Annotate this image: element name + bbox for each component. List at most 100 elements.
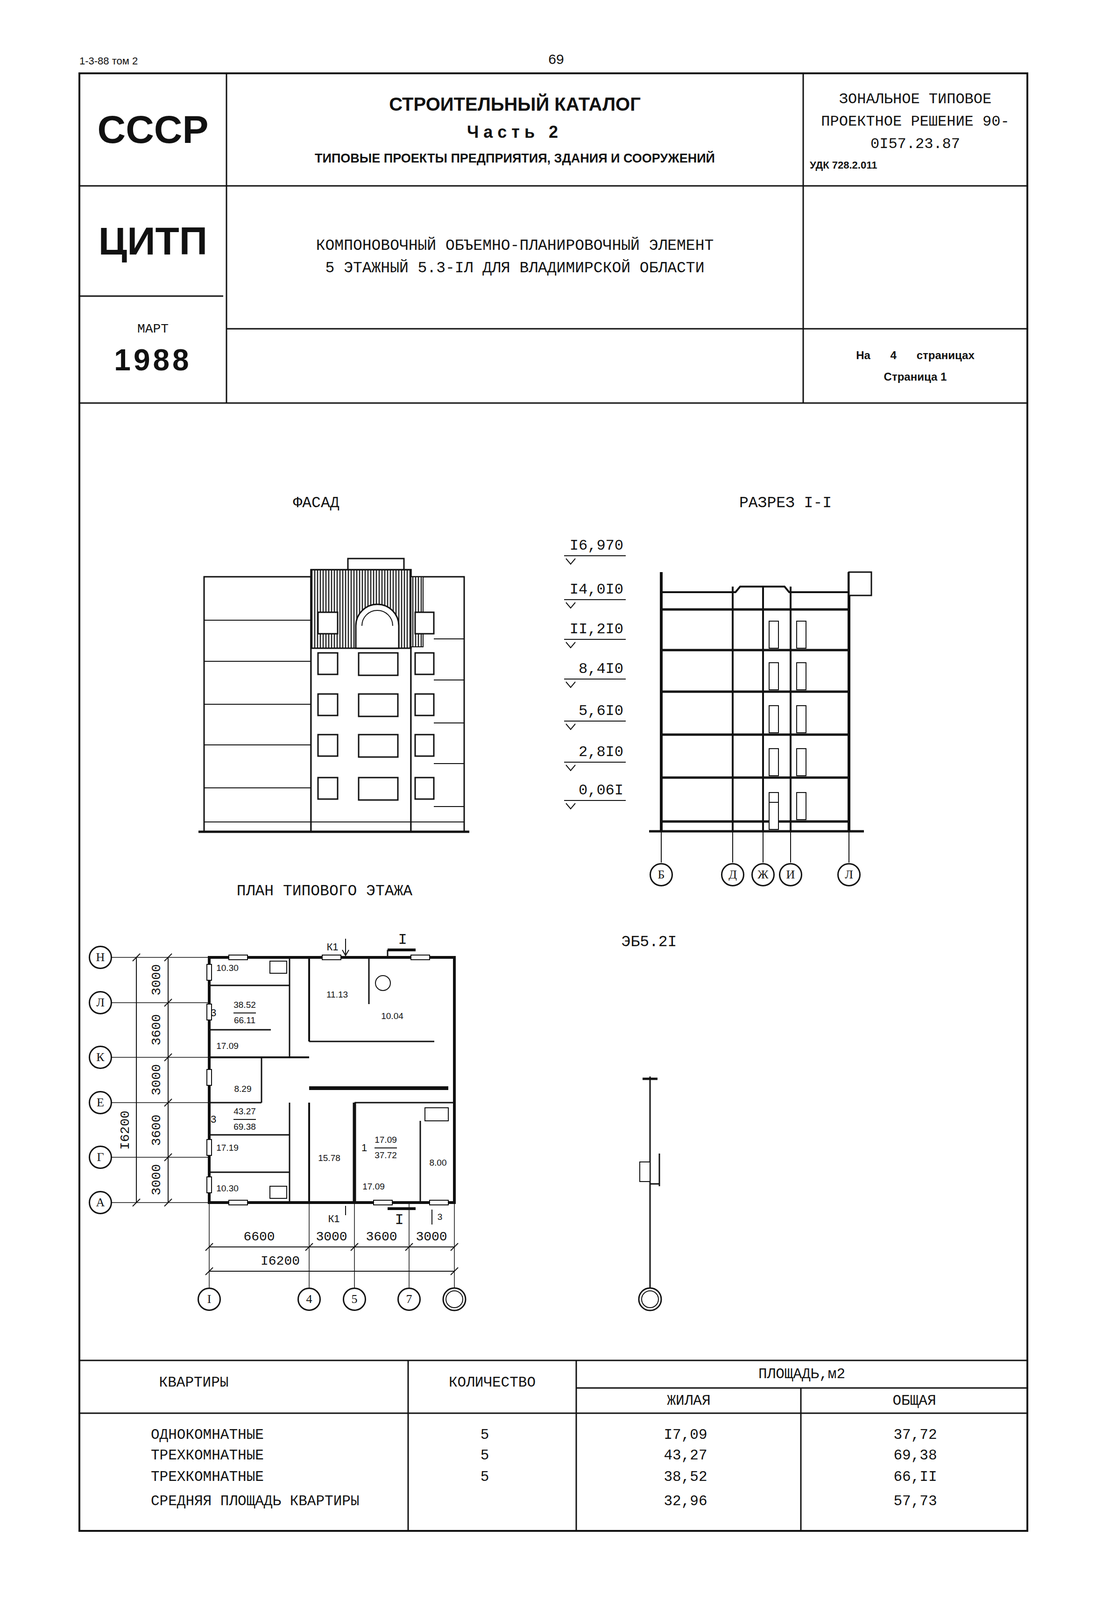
- section-mark: I: [397, 931, 407, 949]
- axis-line: [732, 831, 734, 863]
- facade-parapet: [347, 558, 404, 570]
- axis-circle-empty: [445, 1290, 463, 1308]
- axis-letter: И: [786, 867, 796, 882]
- partition: [289, 957, 291, 1058]
- room-count: 3: [210, 1113, 217, 1126]
- level-marker: [565, 602, 576, 609]
- axis-letter: I: [207, 1292, 212, 1307]
- header-text: Часть 2: [466, 122, 563, 142]
- sheet-reference: 1-3-88 том 2: [79, 55, 138, 68]
- apartment-wall: [209, 1056, 310, 1059]
- axis-bubble: К: [88, 1045, 113, 1069]
- table-cell: 69,38: [893, 1447, 937, 1464]
- facade-window: [358, 777, 398, 800]
- axis-line: [111, 1201, 210, 1203]
- axis-bubble: 5: [342, 1287, 367, 1311]
- axis-letter: Б: [657, 867, 665, 882]
- plinth-line: [204, 821, 465, 823]
- panel-joint: [433, 679, 465, 681]
- dimension: 3000: [149, 963, 164, 996]
- axis-line: [111, 1056, 210, 1058]
- apartment-wall: [308, 1102, 311, 1203]
- facade-window: [318, 777, 338, 799]
- corridor-wall: [309, 1086, 449, 1090]
- header-cell: ЗОНАЛЬНОЕ ТИПОВОЕ ПРОЕКТНОЕ РЕШЕНИЕ 90-0…: [803, 73, 1028, 186]
- room-area: 15.78: [318, 1152, 341, 1164]
- table-rule: [575, 1360, 578, 1531]
- arched-window: [355, 604, 399, 649]
- axis-line: [408, 1202, 410, 1288]
- level-marker: [565, 681, 576, 688]
- marker-label: 3: [437, 1211, 443, 1223]
- facade-window: [318, 693, 338, 716]
- partition: [209, 1102, 262, 1104]
- dimension-tick: [132, 1198, 141, 1207]
- window-opening: [206, 964, 212, 981]
- wall-fragment: [639, 1161, 651, 1182]
- dimension: I6200: [260, 1253, 300, 1269]
- room-count: 3: [210, 1006, 217, 1019]
- table-cell: ОДНОКОМНАТНЫЕ: [150, 1426, 264, 1443]
- section-wall: [762, 586, 764, 832]
- table-cell: ТРЕХКОМНАТНЫЕ: [150, 1468, 264, 1485]
- table-cell: ТРЕХКОМНАТНЫЕ: [150, 1447, 264, 1464]
- header-text: КОМПОНОВОЧНЫЙ ОБЪЕМНО-ПЛАНИРОВОЧНЫЙ ЭЛЕМ…: [314, 234, 716, 280]
- facade-window: [318, 652, 338, 675]
- dimension-tick: [205, 1243, 213, 1251]
- room-count: 1: [361, 1141, 368, 1154]
- partition: [354, 1102, 455, 1104]
- axis-bubble: 7: [397, 1287, 421, 1311]
- furniture: [269, 1186, 287, 1199]
- section-mark: I: [394, 1211, 404, 1229]
- table-cell: 5: [480, 1426, 490, 1443]
- dimension: 3000: [415, 1229, 447, 1245]
- dimension-tick: [205, 1267, 213, 1275]
- fraction-bar: [233, 1118, 256, 1120]
- dimension-tick: [164, 998, 172, 1007]
- table-header: КВАРТИРЫ: [159, 1374, 229, 1391]
- facade-wall: [204, 576, 312, 832]
- level-line: [564, 678, 626, 680]
- level-line: [564, 555, 626, 557]
- window-opening: [322, 954, 341, 960]
- table-cell: 5: [480, 1468, 490, 1485]
- axis-bubble: I: [197, 1287, 221, 1311]
- elevation-mark: 2,8I0: [578, 743, 624, 761]
- dimension-tick: [132, 953, 141, 962]
- axis-bubble: Л: [88, 990, 113, 1015]
- header-rule: [226, 328, 1028, 330]
- fraction-bar: [233, 1012, 256, 1014]
- header-text: На 4 страницах: [855, 348, 975, 362]
- room-area: 8.29: [234, 1083, 252, 1095]
- axis-bubble: 4: [297, 1287, 321, 1311]
- panel-joint: [433, 763, 465, 764]
- partition: [209, 1171, 290, 1174]
- header-text: ЗОНАЛЬНОЕ ТИПОВОЕ ПРОЕКТНОЕ РЕШЕНИЕ 90-0…: [812, 88, 1019, 156]
- panel-joint: [204, 619, 312, 621]
- table-cell: I7,09: [663, 1426, 708, 1443]
- door-opening: [796, 621, 807, 649]
- living-area: 17.09: [374, 1134, 397, 1146]
- level-line: [564, 638, 626, 640]
- dimension-tick: [450, 1243, 459, 1251]
- room-area: 17.09: [362, 1181, 385, 1192]
- axis-letter: К: [96, 1050, 105, 1065]
- dimension: 3600: [365, 1229, 397, 1245]
- axis-line: [111, 1156, 210, 1158]
- dimension-line: [167, 957, 169, 1203]
- header-text: УДК 728.2.011: [809, 159, 877, 172]
- axis-bubble: Г: [88, 1145, 113, 1169]
- section-cut-mark: [387, 948, 416, 952]
- view-title: РАЗРЕЗ I-I: [739, 494, 832, 512]
- axis-bubble: Д: [721, 862, 745, 887]
- facade-window: [415, 612, 434, 634]
- header-text: 1988: [113, 342, 192, 378]
- axis-letter: Л: [844, 867, 854, 882]
- header-rule: [79, 185, 1028, 187]
- facade-window: [318, 734, 338, 757]
- parapet: [848, 572, 872, 596]
- arrow-line: [345, 938, 347, 955]
- header-rule: [226, 73, 228, 404]
- door-opening: [769, 621, 779, 649]
- elevation-mark: I6,970: [569, 537, 624, 555]
